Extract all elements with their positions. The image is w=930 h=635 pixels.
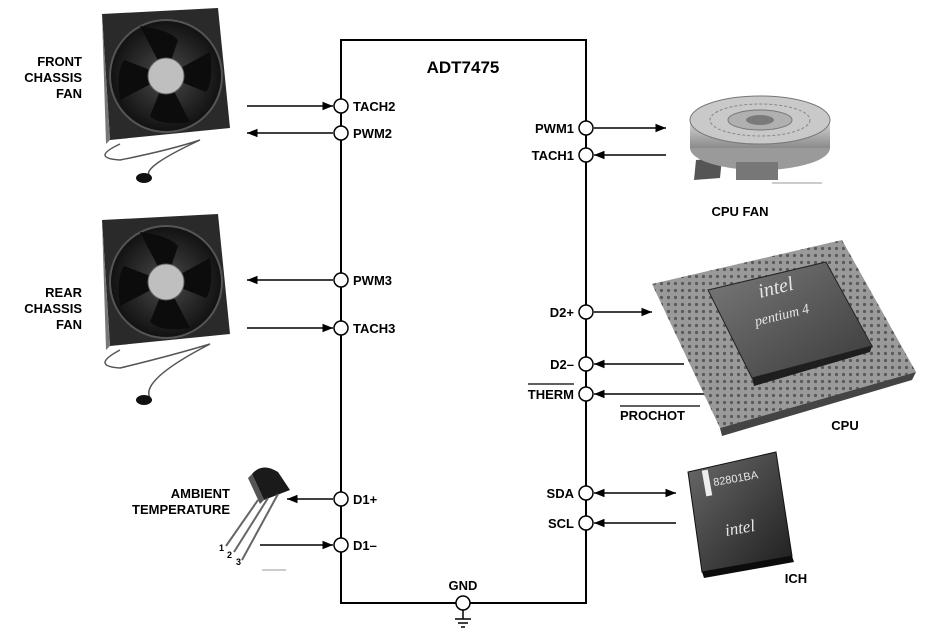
pin-pwm1: PWM1 [535,121,666,136]
fan-icon [102,8,230,183]
ambient-label-1: AMBIENT [171,486,230,501]
pin-sda: SDA [547,486,676,501]
ich-label: ICH [785,571,807,586]
ich: 82801BA intel ICH [688,452,807,586]
ground-symbol-icon [455,619,471,627]
pin-label-sda: SDA [547,486,575,501]
cpu: intel pentium 4 PROCHOT CPU [620,240,916,436]
pin-scl: SCL [548,516,676,531]
pin-d1m: D1– [260,538,377,553]
pin-tach3: TACH3 [247,321,395,336]
front-chassis-fan: FRONT CHASSIS FAN [24,8,230,183]
ich-chip-icon: 82801BA intel [688,452,794,578]
prochot-label: PROCHOT [620,408,685,423]
rear-fan-label-2: CHASSIS [24,301,82,316]
pin-d2p: D2+ [550,305,652,320]
cpu-label: CPU [831,418,858,433]
pin-label-pwm1: PWM1 [535,121,574,136]
rear-fan-label-1: REAR [45,285,82,300]
heatsink-icon [690,96,830,183]
pin-pwm3: PWM3 [247,273,392,288]
pin-label-gnd: GND [449,578,478,593]
pin-label-scl: SCL [548,516,574,531]
sensor-lead-2: 2 [227,550,232,560]
pin-d2m: D2– [550,357,684,372]
pin-therm: THERM [528,384,706,402]
rear-fan-label-3: FAN [56,317,82,332]
ambient-label-2: TEMPERATURE [132,502,230,517]
pin-label-tach3: TACH3 [353,321,395,336]
pin-label-d2p: D2+ [550,305,575,320]
cpu-fan-label: CPU FAN [711,204,768,219]
transistor-icon: 1 2 3 [219,467,290,570]
ambient-temperature-sensor: AMBIENT TEMPERATURE 1 2 3 [132,467,290,570]
chip-title: ADT7475 [427,58,500,77]
cpu-fan: CPU FAN [690,96,830,219]
pin-label-d2m: D2– [550,357,574,372]
sensor-lead-1: 1 [219,543,224,553]
pin-label-pwm3: PWM3 [353,273,392,288]
sensor-lead-3: 3 [236,557,241,567]
front-fan-label-3: FAN [56,86,82,101]
front-fan-label-1: FRONT [37,54,82,69]
pin-tach2: TACH2 [247,99,395,114]
pin-label-d1m: D1– [353,538,377,553]
pin-pwm2: PWM2 [247,126,392,141]
pin-label-tach2: TACH2 [353,99,395,114]
pin-label-d1p: D1+ [353,492,378,507]
front-fan-label-2: CHASSIS [24,70,82,85]
pin-tach1: TACH1 [532,148,666,163]
fan-icon [102,214,230,405]
pin-d1p: D1+ [287,492,378,507]
pin-label-tach1: TACH1 [532,148,574,163]
pin-label-therm: THERM [528,387,574,402]
rear-chassis-fan: REAR CHASSIS FAN [24,214,230,405]
pin-label-pwm2: PWM2 [353,126,392,141]
